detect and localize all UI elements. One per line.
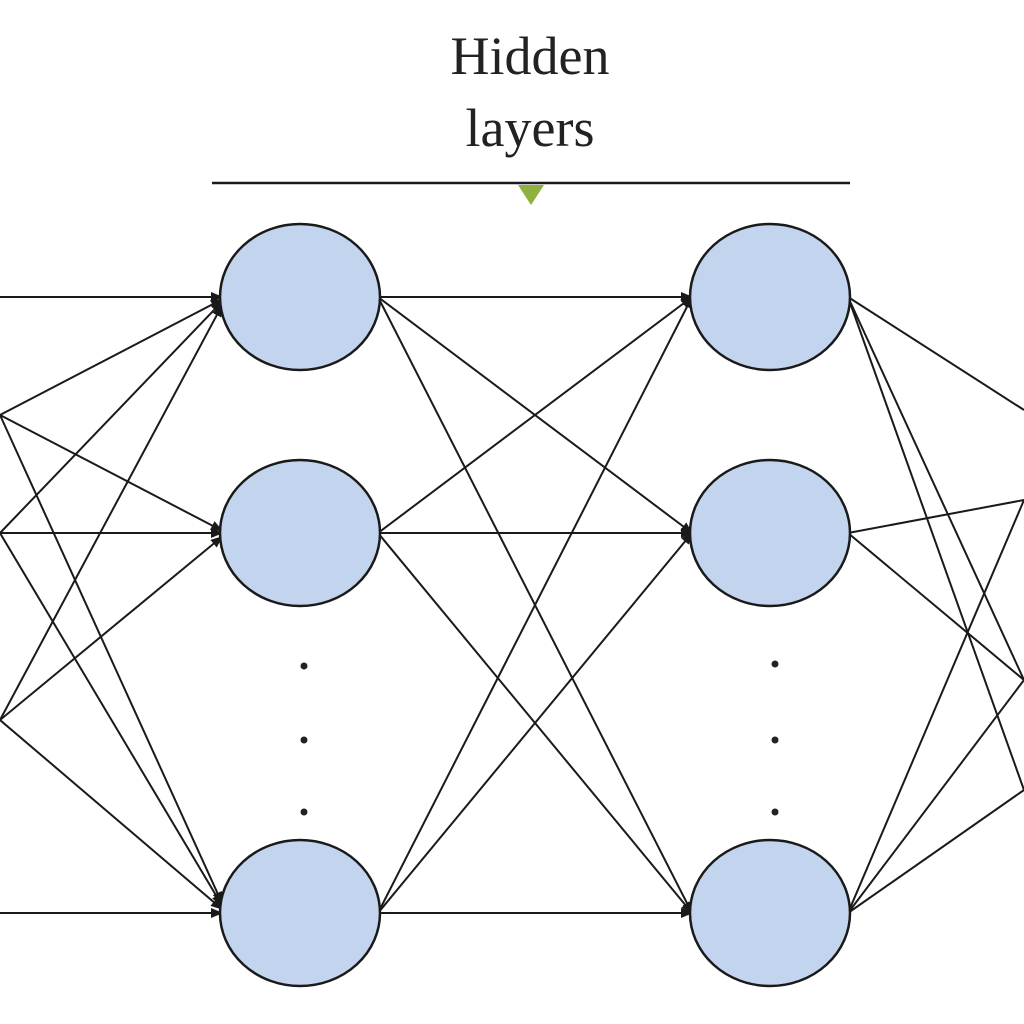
edge-input-2-to-l1-2 — [0, 532, 223, 907]
layer2-ellipsis-dot-3 — [771, 808, 779, 816]
layer1-ellipsis-dot-1 — [300, 662, 308, 670]
layer2-node-2 — [688, 458, 852, 608]
edge-input-1-to-l1-2 — [0, 414, 223, 904]
edge-input-1-to-l1-1 — [0, 414, 223, 532]
layer2-node-n — [688, 838, 852, 988]
edge-l1-1-to-l2-0 — [377, 296, 693, 534]
layer2-node-1 — [688, 222, 852, 372]
layer1-node-2 — [218, 458, 382, 608]
edge-l2-2-to-output-3 — [847, 789, 1024, 914]
title-line-2: layers — [466, 98, 595, 158]
layer2-ellipsis-dot-2 — [771, 736, 779, 744]
edge-l2-1-to-output-2 — [847, 532, 1024, 681]
layer1-node-n — [218, 838, 382, 988]
edge-l2-0-to-output-3 — [847, 296, 1024, 791]
edge-l2-1-to-output-1 — [847, 499, 1024, 534]
hidden-layer-1 — [218, 222, 382, 988]
edge-input-3-to-l1-1 — [0, 535, 223, 721]
edge-l2-0-to-output-2 — [847, 296, 1024, 681]
edge-l1-2-to-l2-0 — [377, 296, 693, 914]
edge-input-3-to-l1-2 — [0, 719, 223, 910]
edge-input-2-to-l1-0 — [0, 300, 223, 534]
edge-l2-2-to-output-1 — [847, 499, 1024, 914]
connection-edges — [0, 292, 1024, 918]
bracket-marker — [518, 185, 544, 205]
layer1-ellipsis-dot-3 — [300, 808, 308, 816]
edge-l2-0-to-output-0 — [847, 296, 1024, 411]
layer1-ellipsis-dot-2 — [300, 736, 308, 744]
layer1-node-1 — [218, 222, 382, 372]
edge-input-1-to-l1-0 — [0, 298, 223, 416]
title-line-1: Hidden — [451, 26, 610, 86]
edge-l1-2-to-l2-1 — [377, 532, 693, 914]
edge-input-3-to-l1-0 — [0, 304, 223, 721]
hidden-layer-2 — [688, 222, 852, 988]
layer2-ellipsis-dot-1 — [771, 660, 779, 668]
edge-l2-2-to-output-2 — [847, 679, 1024, 914]
